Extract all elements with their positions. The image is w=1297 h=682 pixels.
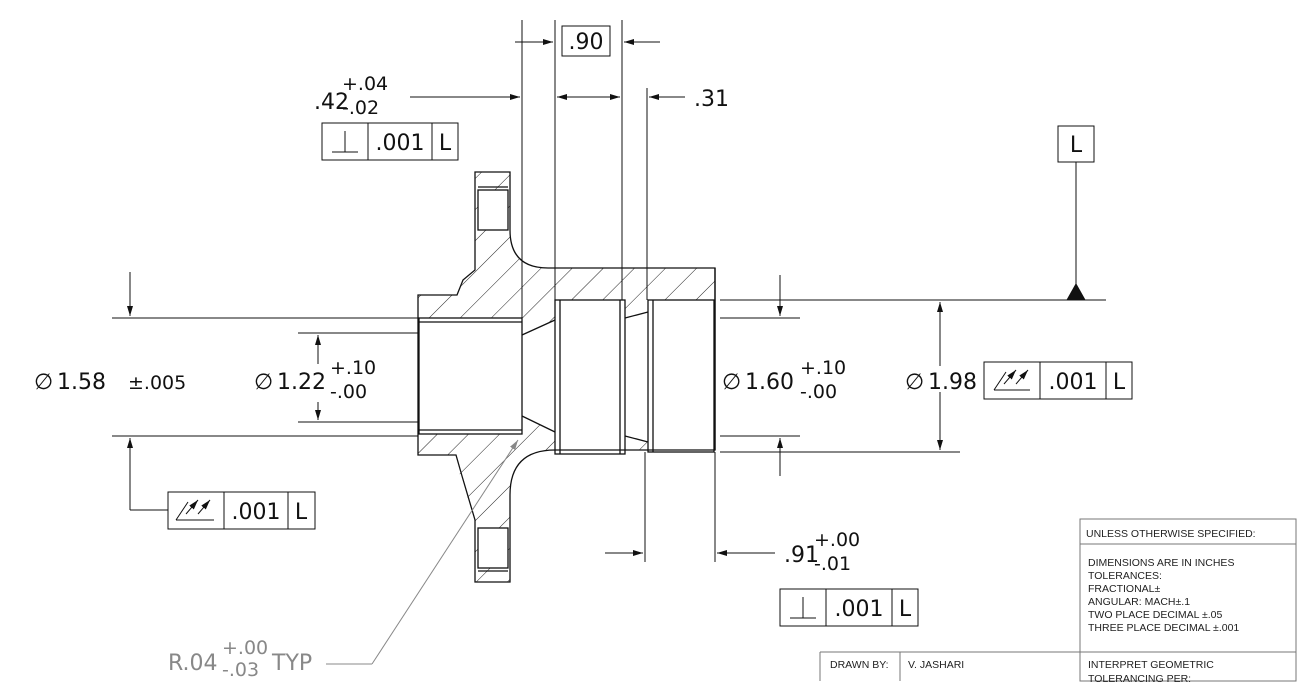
dimension-lines [112,20,1106,562]
title-block [819,518,1297,682]
tb-line-2: FRACTIONAL± [1088,583,1161,595]
total-runout-icon [993,369,1030,391]
svg-text:+.10: +.10 [800,357,846,379]
dim-090: .90 [561,25,611,57]
part-section [417,171,716,583]
tb-line-0: DIMENSIONS ARE IN INCHES [1088,557,1234,569]
tb-line-3: ANGULAR: MACH±.1 [1088,596,1190,608]
fcf-runout-left-tol: .001 [232,500,281,525]
svg-text:-.00: -.00 [330,381,367,403]
svg-text:.91: .91 [784,543,819,568]
svg-text:∅: ∅ [34,370,53,395]
svg-text:.42: .42 [314,90,349,115]
svg-text:-.03: -.03 [222,659,259,681]
svg-text:L: L [1070,133,1083,158]
fcf-runout-left-datum: L [295,500,308,525]
svg-text:∅: ∅ [254,370,273,395]
svg-text:R.04: R.04 [168,651,218,676]
fcf-runout-right-tol: .001 [1049,370,1098,395]
svg-text:+.00: +.00 [222,637,268,659]
radius-leader [326,439,519,665]
dim-dia-122: ∅ 1.22 +.10 -.00 [254,357,376,403]
tb-line-4: TWO PLACE DECIMAL ±.05 [1088,609,1222,621]
svg-text:∅: ∅ [722,370,741,395]
dim-dia-158: ∅ 1.58 ±.005 [34,370,186,395]
fcf-perp-bottom [779,588,919,627]
dim-dia-198: ∅ 1.98 [905,370,977,395]
fcf-runout-right-datum: L [1113,370,1126,395]
tb-line-1: TOLERANCES: [1088,570,1162,582]
fcf-perp-top-datum: L [439,131,452,156]
total-runout-icon [175,499,214,521]
svg-text:1.22: 1.22 [277,370,326,395]
svg-text:∅: ∅ [905,370,924,395]
svg-text:-.00: -.00 [800,381,837,403]
tb-drawn-by-value: V. JASHARI [908,659,964,671]
dim-031: .31 [694,87,729,112]
perpendicularity-icon [790,597,816,619]
svg-text:+.04: +.04 [342,73,388,95]
svg-text:-.02: -.02 [342,97,379,119]
fcf-runout-left [167,491,316,530]
dim-dia-160: ∅ 1.60 +.10 -.00 [722,357,846,403]
svg-text:1.98: 1.98 [928,370,977,395]
fcf-perp-bottom-datum: L [899,597,912,622]
fcf-perp-top-tol: .001 [376,131,425,156]
tb-line-5: THREE PLACE DECIMAL ±.001 [1088,622,1239,634]
svg-text:1.58: 1.58 [57,370,106,395]
perpendicularity-icon [332,131,358,153]
svg-text:±.005: ±.005 [128,372,186,394]
svg-text:-.01: -.01 [814,553,851,575]
svg-text:+.10: +.10 [330,357,376,379]
svg-text:+.00: +.00 [814,529,860,551]
datum-l: L [1057,125,1095,163]
tb-interpret: INTERPRET GEOMETRIC [1088,659,1214,671]
dim-090-value: .90 [569,30,604,55]
fcf-perp-top [321,122,459,161]
dim-091: .91 +.00 -.01 [784,529,860,575]
fcf-runout-right [983,361,1133,400]
svg-text:1.60: 1.60 [745,370,794,395]
dim-042: .42 +.04 -.02 [314,73,388,119]
fcf-perp-bottom-tol: .001 [835,597,884,622]
svg-text:TYP: TYP [271,651,312,676]
dim-radius: R.04 +.00 -.03 TYP [168,637,312,681]
tb-drawn-by-label: DRAWN BY: [830,659,889,671]
tb-unless: UNLESS OTHERWISE SPECIFIED: [1086,528,1256,540]
tb-interpret-2: TOLERANCING PER: [1088,673,1191,682]
